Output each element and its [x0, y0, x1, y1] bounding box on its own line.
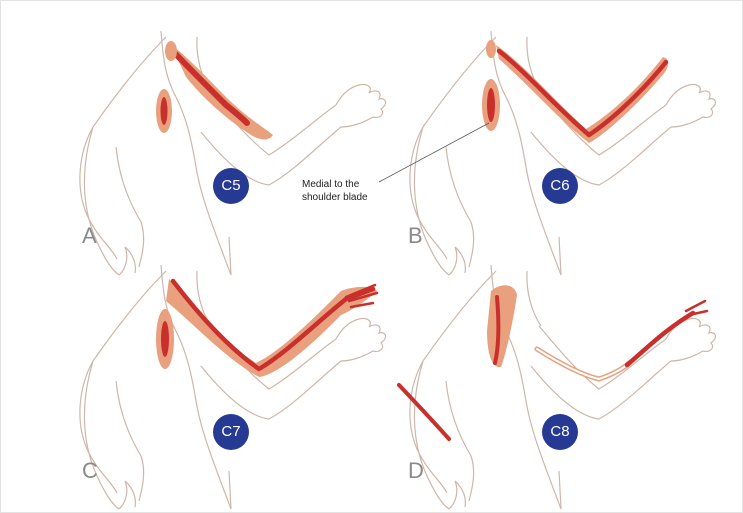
panel-c-letter: C	[82, 458, 98, 483]
c8-forearm-line	[624, 310, 696, 368]
panel-a-illustration	[79, 30, 387, 276]
annotation-leader-line	[378, 122, 490, 183]
annotation-line-1: Medial to the	[302, 179, 360, 190]
annotation-text: Medial to the shoulder blade	[302, 178, 402, 204]
c7-light-zone	[166, 279, 377, 377]
c6-light-zone	[496, 45, 669, 143]
root-badge-c7: C7	[213, 414, 249, 450]
c7-dark-line	[170, 278, 376, 372]
c8-shoulder-zone	[487, 285, 517, 368]
c5-dark-line	[166, 44, 250, 126]
root-badge-c8: C8	[542, 414, 578, 450]
panel-b-letter: B	[408, 223, 423, 248]
annotation-line-2: shoulder blade	[302, 192, 368, 203]
root-badge-c6: C6	[542, 168, 578, 204]
panel-a-letter: A	[82, 223, 97, 248]
c5-light-zone	[171, 45, 273, 140]
c6-dark-line	[496, 48, 669, 138]
panel-d-illustration	[397, 264, 717, 510]
panel-c-illustration	[79, 264, 387, 510]
root-badge-c5: C5	[213, 168, 249, 204]
c8-hanging-arm-line	[397, 383, 451, 441]
panel-d-letter: D	[408, 458, 424, 483]
panel-b-illustration	[378, 30, 717, 276]
